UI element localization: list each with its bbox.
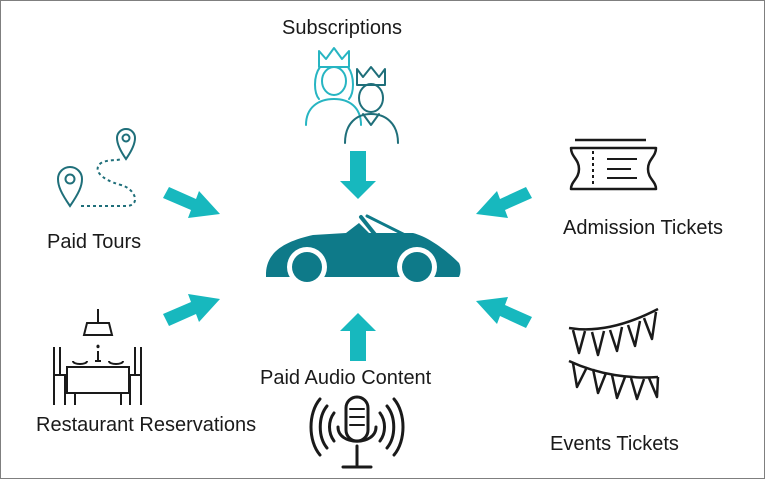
label-admission-tickets: Admission Tickets: [563, 217, 724, 239]
label-paid-tours: Paid Tours: [47, 231, 142, 253]
arrow-from-tours: [163, 187, 220, 218]
arrow-from-restaurant: [163, 294, 220, 326]
label-paid-audio-content: Paid Audio Content: [260, 367, 432, 389]
crowned-couple-icon: [305, 47, 399, 144]
bunting-icon: [568, 307, 660, 401]
arrow-from-subscriptions: [340, 151, 376, 199]
label-subscriptions: Subscriptions: [282, 17, 403, 39]
map-route-pins-icon: [56, 128, 137, 208]
arrows: [163, 151, 532, 361]
label-restaurant-reservations: Restaurant Reservations: [36, 414, 257, 436]
arrow-from-admission: [476, 187, 532, 218]
convertible-car-icon: [266, 214, 461, 287]
arrow-from-events: [476, 297, 532, 328]
dining-table-icon: [53, 309, 142, 405]
arrow-from-audio: [340, 313, 376, 361]
ticket-icon: [569, 138, 658, 191]
label-events-tickets: Events Tickets: [550, 433, 679, 455]
microphone-icon: [309, 395, 405, 469]
